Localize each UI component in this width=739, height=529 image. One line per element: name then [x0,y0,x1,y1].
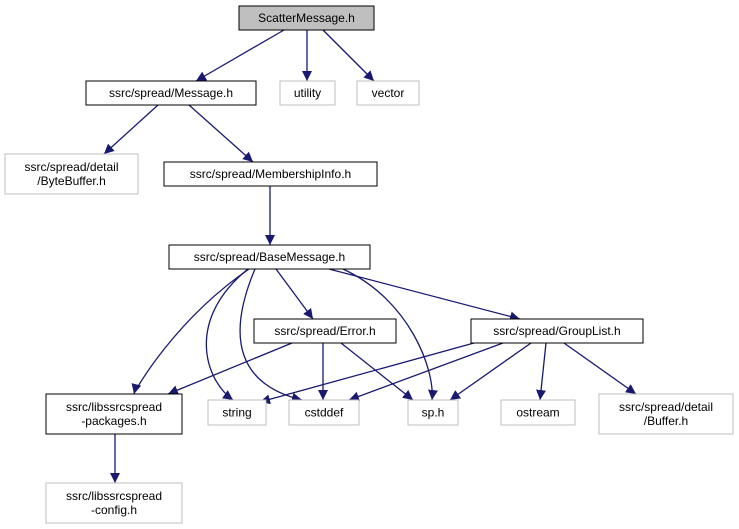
edge-basemessage-to-sph [342,268,438,401]
edge-error-to-packages [167,342,293,395]
node-packages[interactable]: ssrc/libssrcspread-packages.h [45,393,183,435]
node-box [85,80,257,106]
node-label: vector [372,86,405,100]
node-label: ScatterMessage.h [258,11,355,25]
node-label: /Buffer.h [644,414,688,428]
node-cstddef: cstddef [288,399,360,426]
node-grouplist[interactable]: ssrc/spread/GroupList.h [470,318,644,344]
edge-error-to-sph [340,342,414,401]
edge-grouplist-to-cstddef [348,342,504,402]
edge-basemessage-to-string [205,268,249,401]
node-box [407,399,459,426]
edge-basemessage-to-grouplist [328,268,521,322]
node-box [45,482,183,524]
node-scatter[interactable]: ScatterMessage.h [238,5,375,31]
node-buffer: ssrc/spread/detail/Buffer.h [598,393,734,435]
node-error[interactable]: ssrc/spread/Error.h [253,318,397,344]
node-box [288,399,360,426]
node-box [356,80,420,106]
node-label: ssrc/spread/MembershipInfo.h [190,167,351,181]
node-box [598,393,734,435]
node-ostream: ostream [500,399,576,426]
node-label: -packages.h [81,414,146,428]
node-membership[interactable]: ssrc/spread/MembershipInfo.h [163,161,378,187]
edge-basemessage-to-error [275,268,314,320]
edge-grouplist-to-string [259,342,475,405]
edge-grouplist-to-buffer [563,342,637,395]
node-box [238,5,375,31]
node-label: /ByteBuffer.h [37,174,106,188]
node-label: ssrc/spread/BaseMessage.h [194,250,345,264]
node-label: ssrc/libssrcspread [66,489,162,503]
edge-grouplist-to-ostream [536,342,547,401]
edges-layer [103,29,637,483]
edge-scatter-to-vector [322,29,375,82]
node-utility: utility [279,80,336,106]
node-string: string [207,399,267,426]
node-basemessage[interactable]: ssrc/spread/BaseMessage.h [168,244,371,270]
node-label: ostream [516,406,559,420]
node-box [279,80,336,106]
node-sph: sp.h [407,399,459,426]
node-label: ssrc/libssrcspread [66,400,162,414]
node-box [45,393,183,435]
node-label: utility [294,86,321,100]
node-box [163,161,378,187]
node-box [500,399,576,426]
node-vector: vector [356,80,420,106]
node-box [168,244,371,270]
node-label: ssrc/spread/detail [24,160,118,174]
node-label: sp.h [422,406,445,420]
node-box [470,318,644,344]
node-label: -config.h [91,503,137,517]
node-label: ssrc/spread/Message.h [109,86,233,100]
nodes-layer: ScatterMessage.h ssrc/spread/Message.h uti… [4,5,734,524]
node-label: string [222,406,251,420]
edge-message-to-bytebuffer [103,104,159,155]
node-config: ssrc/libssrcspread-config.h [45,482,183,524]
node-box [207,399,267,426]
node-bytebuffer: ssrc/spread/detail/ByteBuffer.h [4,153,139,195]
node-label: cstddef [305,406,344,420]
edge-message-to-membership [188,104,254,163]
node-label: ssrc/spread/Error.h [274,324,375,338]
edge-basemessage-to-cstddef [239,268,303,403]
node-label: ssrc/spread/GroupList.h [493,324,620,338]
node-label: ssrc/spread/detail [619,400,713,414]
edge-basemessage-to-packages [131,268,250,395]
edge-scatter-to-message [195,29,285,82]
node-message[interactable]: ssrc/spread/Message.h [85,80,257,106]
node-box [4,153,139,195]
node-box [253,318,397,344]
edge-grouplist-to-sph [449,342,532,401]
